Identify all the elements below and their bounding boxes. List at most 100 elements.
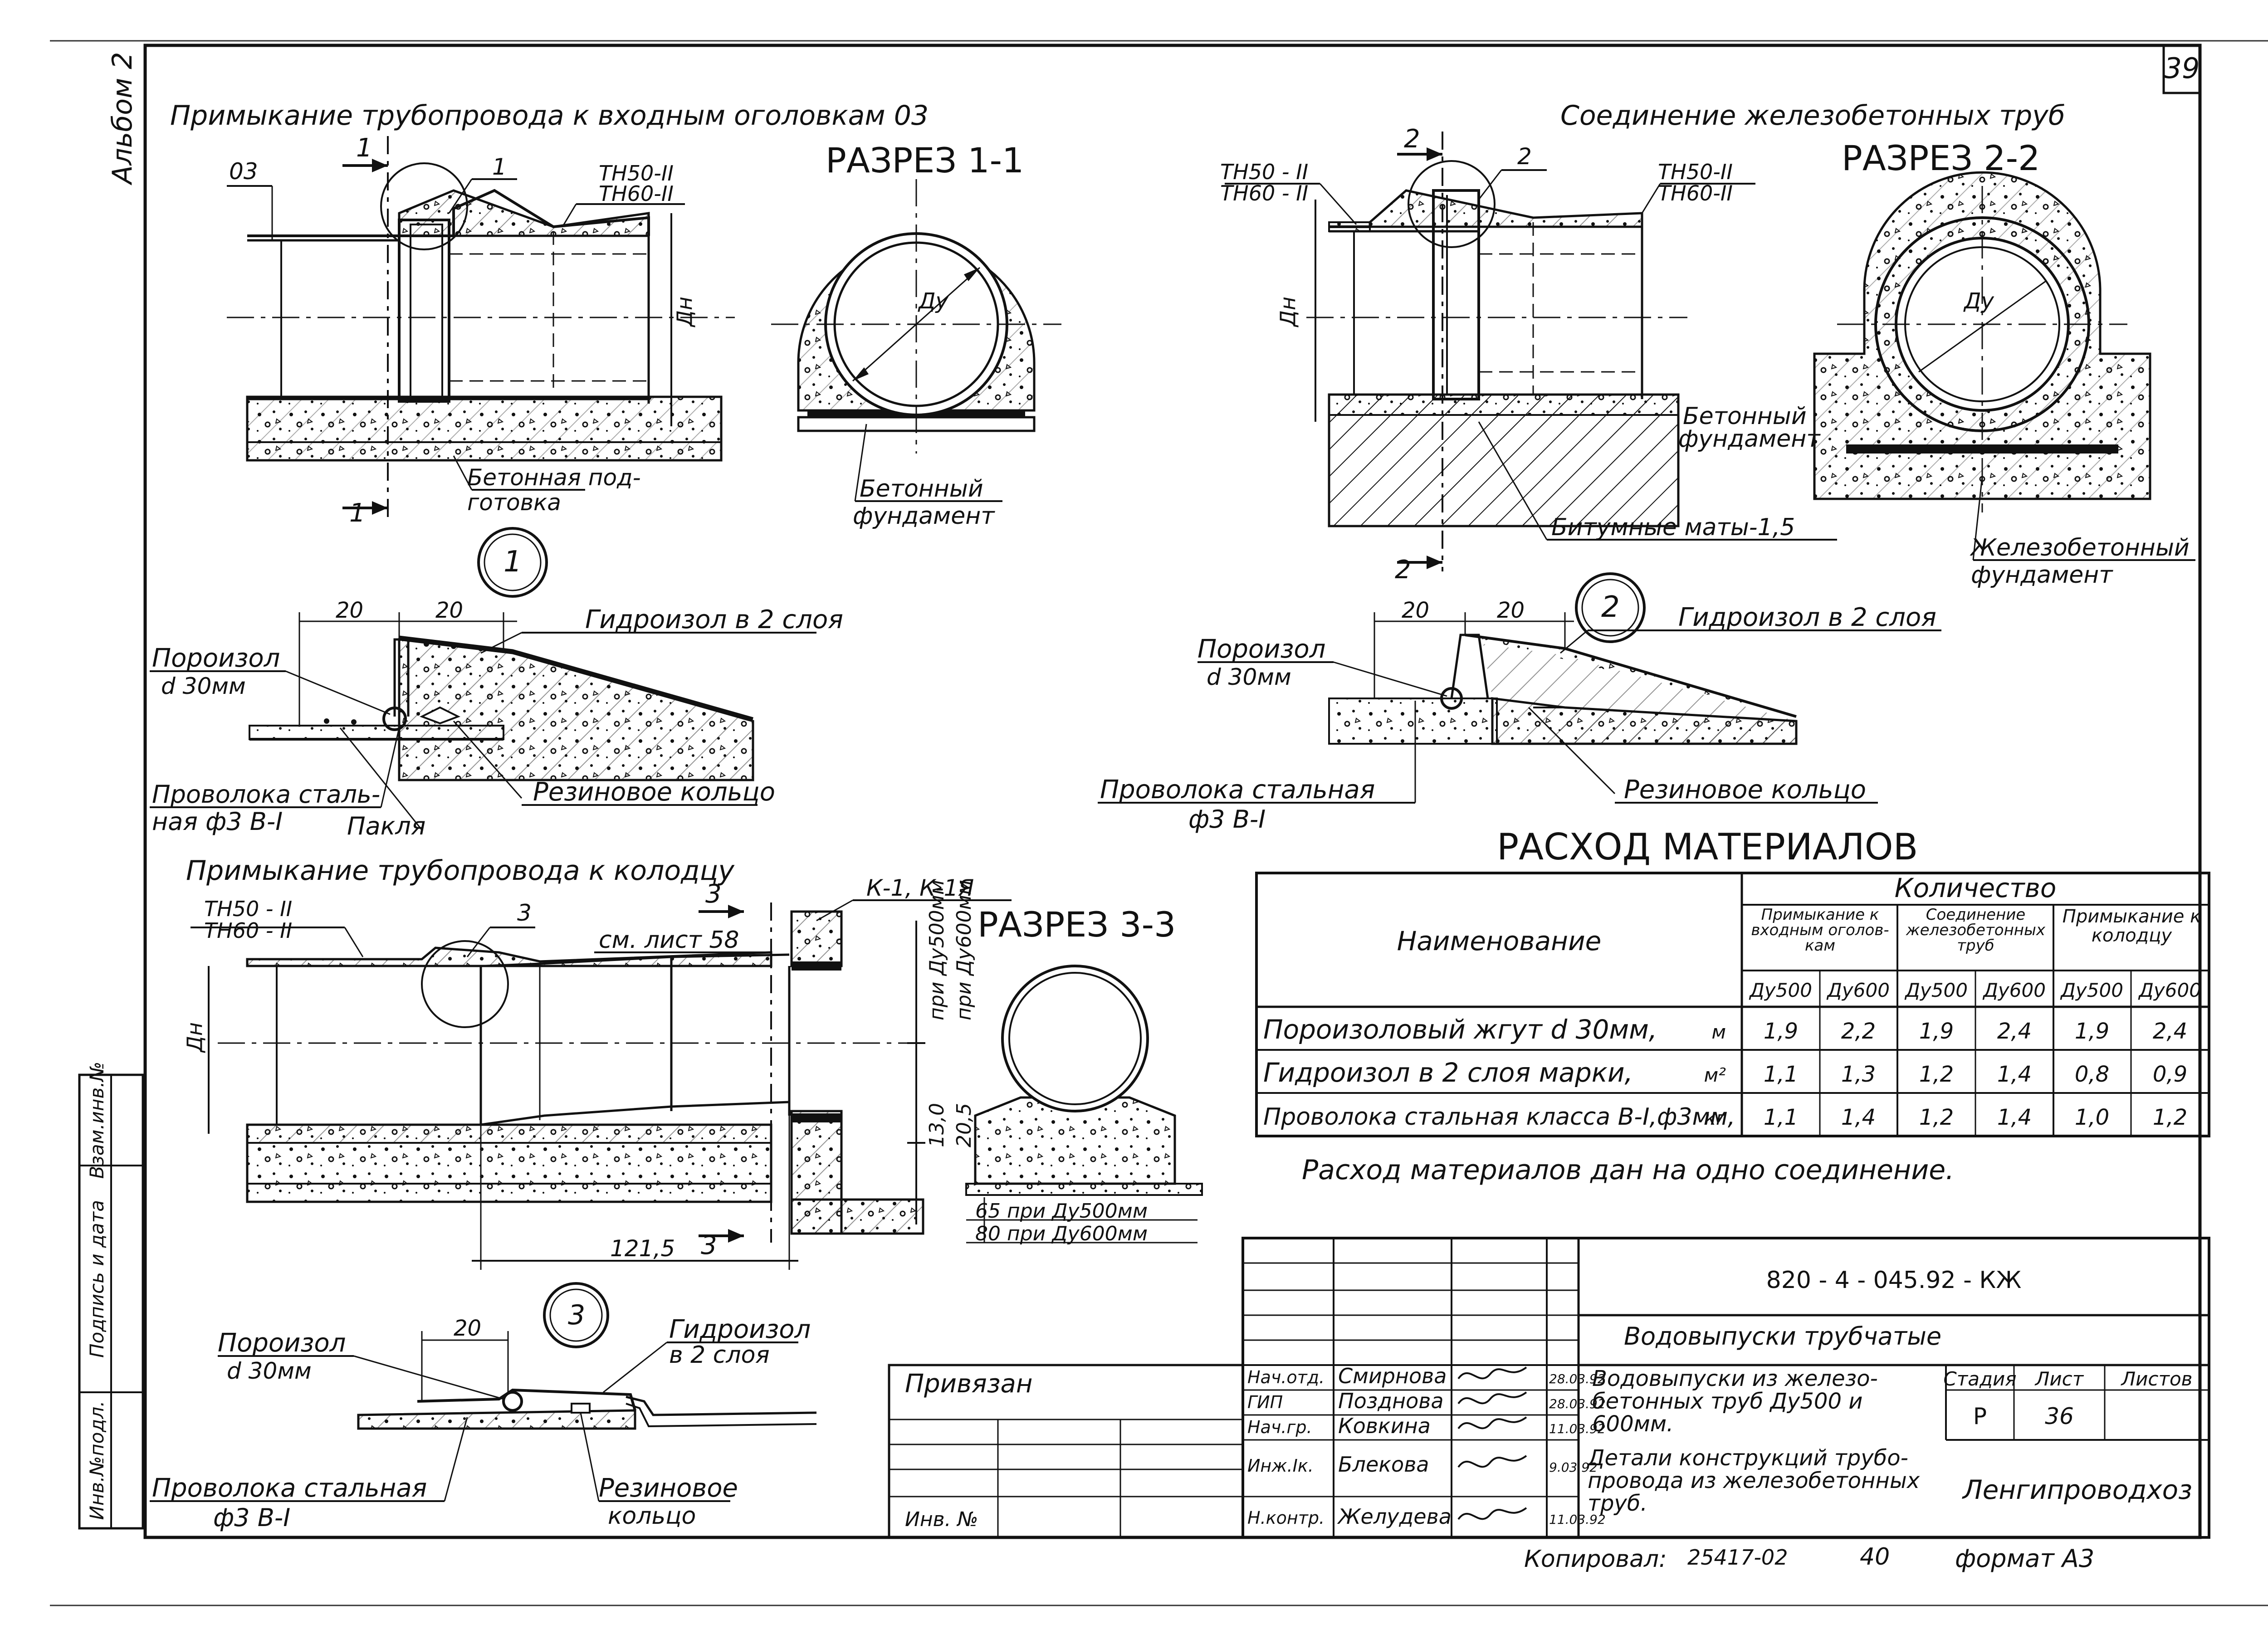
materials-cell: 1,2	[1919, 1105, 1954, 1130]
detail3-wire-1: Проволока стальная	[152, 1473, 427, 1503]
signature-role: Нач.отд.	[1247, 1367, 1325, 1387]
d2-du: Ду	[1963, 288, 1994, 314]
detail3-hydro-2: в 2 слоя	[669, 1341, 770, 1369]
detail2-graphic	[1098, 572, 1941, 804]
materials-cell: 0,8	[2075, 1062, 2109, 1087]
d1-du: Ду	[918, 288, 949, 314]
d2-cut-bottom: 2	[1395, 555, 1411, 585]
materials-subheader: Ду600	[2138, 979, 2201, 1001]
d1-found-2: фундамент	[853, 502, 995, 530]
detail3-ring-2: кольцо	[608, 1502, 696, 1530]
detail3-dim-a: 20	[454, 1316, 481, 1341]
detail1-graphic	[150, 527, 816, 830]
detail3-number: 3	[568, 1299, 585, 1331]
signature-name: Блекова	[1338, 1452, 1429, 1477]
d2-pipe-label-r1: ТН50-II	[1658, 160, 1733, 184]
materials-cell: 1,3	[1841, 1062, 1876, 1087]
sheets-header: Листов	[2121, 1368, 2193, 1390]
side-stamp	[78, 1073, 144, 1530]
d2-callout-mark: 2	[1517, 143, 1532, 170]
d3-callout-mark: 3	[517, 900, 532, 926]
d3-v1: 13,0	[925, 1103, 948, 1147]
signature-scribble	[1457, 1416, 1527, 1429]
materials-cell: 1,4	[1997, 1062, 2032, 1087]
materials-cell: 0,9	[2153, 1062, 2187, 1087]
detail2-ring: Резиновое кольцо	[1624, 775, 1866, 805]
signature-date: 28.03.92	[1549, 1371, 1606, 1386]
materials-row-unit: м	[1711, 1021, 1726, 1043]
section-2-2	[1813, 171, 2195, 561]
materials-row-name: Пороизоловый жгут d 30мм,	[1263, 1014, 1657, 1045]
drawing2-elevation	[1225, 132, 1837, 571]
d2-rc-found-2: фундамент	[1971, 561, 2113, 589]
d3-cut-bottom: 3	[701, 1231, 717, 1260]
signature-date: 11.03.92	[1549, 1421, 1606, 1436]
detail2-poro-2: d 30мм	[1207, 664, 1291, 690]
sheet-number: 36	[2045, 1403, 2074, 1429]
signature-scribble	[1457, 1366, 1527, 1380]
d1-prep-1: Бетонная под-	[467, 464, 641, 491]
d3-dn: Дн	[182, 1022, 207, 1053]
drawing1-title: Примыкание трубопровода к входным оголов…	[170, 100, 929, 132]
stage-header: Стадия	[1943, 1368, 2016, 1390]
d2-rc-found-1: Железобетонный	[1970, 534, 2190, 561]
materials-group-3: Примыкание к колодцу	[2063, 907, 2201, 945]
materials-cell: 1,2	[2153, 1105, 2187, 1130]
materials-cell: 2,2	[1841, 1019, 1876, 1044]
materials-cell: 1,0	[2075, 1105, 2109, 1130]
format-label: формат А3	[1955, 1544, 2094, 1573]
materials-group-2: Соединение железобетонных труб	[1906, 907, 2045, 953]
d3-v2: 20,5	[953, 1103, 976, 1147]
materials-cell: 1,1	[1764, 1105, 1798, 1130]
signature-date: 28.03.92	[1549, 1396, 1606, 1411]
organization: Ленгипроводхоз	[1962, 1474, 2192, 1505]
materials-cell: 2,4	[2153, 1019, 2187, 1044]
d2-found-1: Бетонный	[1683, 403, 1807, 430]
materials-cell: 1,4	[1997, 1105, 2032, 1130]
section-3-3	[965, 965, 1203, 1244]
d1-prep-2: готовка	[467, 489, 561, 516]
signature-name: Ковкина	[1338, 1414, 1431, 1438]
project-title: Водовыпуски трубчатые	[1624, 1322, 1941, 1351]
detail2-dim-b: 20	[1497, 598, 1525, 623]
bound-label: Привязан	[905, 1369, 1032, 1399]
drawing3-title: Примыкание трубопровода к колодцу	[186, 855, 735, 887]
signature-scribble	[1457, 1507, 1527, 1520]
detail1-dim-b: 20	[435, 598, 463, 623]
d3-b2: 80 при Ду600мм	[975, 1222, 1148, 1245]
materials-row-name: Гидроизол в 2 слоя марки,	[1263, 1057, 1633, 1088]
d1-callout-mark: 1	[492, 154, 507, 180]
detail2-wire-1: Проволока стальная	[1100, 775, 1375, 805]
d3-pipe-label-1: ТН50 - II	[204, 897, 292, 921]
materials-group-1: Примыкание к входным оголов-кам	[1751, 907, 1889, 953]
section-1-1	[771, 179, 1061, 502]
d2-mats: Битумные маты-1,5	[1551, 514, 1795, 541]
detail3-poro-1: Пороизол	[218, 1328, 346, 1358]
signature-role: Инж.Iк.	[1247, 1456, 1314, 1476]
d1-cut-bottom: 1	[349, 498, 366, 528]
materials-title: РАСХОД МАТЕРИАЛОВ	[1497, 826, 1918, 868]
d2-cut-top: 2	[1404, 124, 1420, 154]
doc-code: 820 - 4 - 045.92 - КЖ	[1766, 1267, 2022, 1294]
d3-k-label: К-1, К-1Я	[866, 875, 974, 901]
materials-cell: 2,4	[1997, 1019, 2032, 1044]
drawing1-elevation	[227, 136, 735, 517]
detail3-poro-2: d 30мм	[227, 1358, 312, 1384]
d3-b1: 65 при Ду500мм	[975, 1200, 1148, 1223]
work-title: Водовыпуски из железо-бетонных труб Ду50…	[1592, 1367, 1878, 1435]
d2-found-2: фундамент	[1678, 425, 1821, 453]
d1-section-title: РАЗРЕЗ 1-1	[826, 140, 1024, 180]
d1-pipe-label-2: ТН60-II	[599, 181, 674, 206]
d3-v2-note: при Ду600мм	[953, 880, 976, 1020]
detail3-wire-2: ф3 В-I	[213, 1503, 290, 1532]
d2-pipe-label-r2: ТН60-II	[1658, 181, 1733, 205]
detail1-number: 1	[503, 545, 522, 579]
copy-number: 25417-02	[1687, 1545, 1788, 1570]
signature-date: 9.03.92	[1549, 1460, 1598, 1475]
d3-length: 121,5	[610, 1235, 675, 1262]
detail3-graphic	[150, 1282, 817, 1502]
detail1-poro-1: Пороизол	[152, 644, 280, 673]
materials-table-grid	[1255, 872, 2210, 1137]
